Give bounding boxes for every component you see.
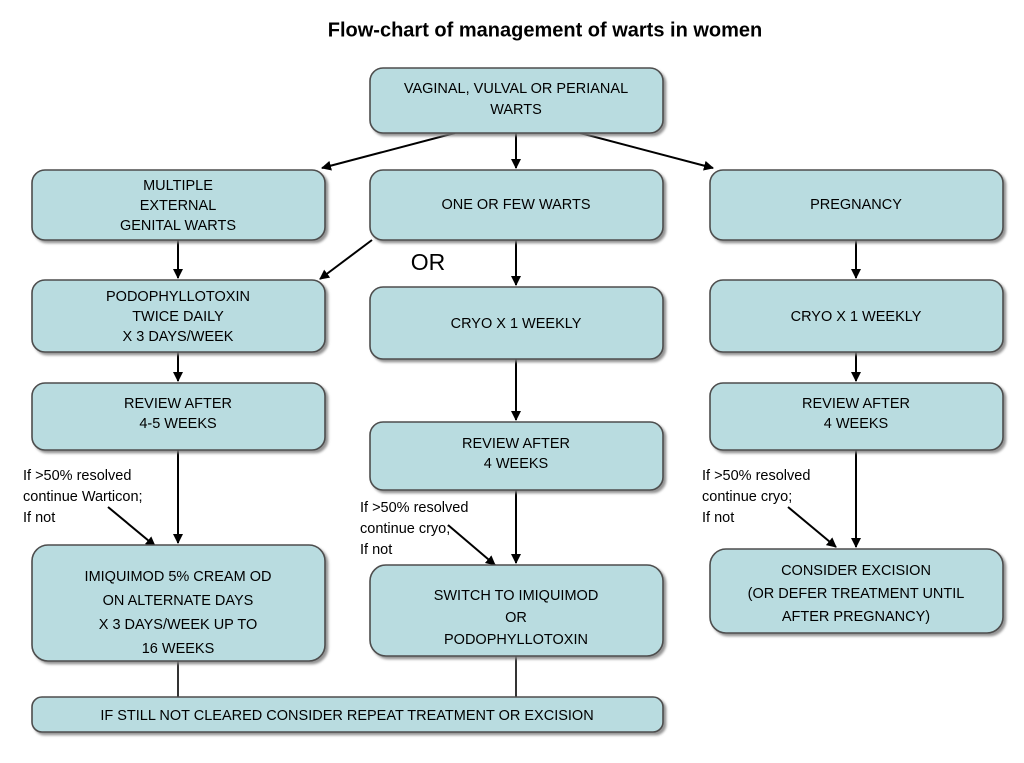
node-review-mid-line2: 4 WEEKS (484, 456, 548, 472)
note-mid-line1: If >50% resolved (360, 500, 468, 516)
note-mid-line2: continue cryo; (360, 521, 450, 537)
or-label: OR (411, 249, 446, 275)
node-review-right-line2: 4 WEEKS (824, 416, 888, 432)
node-onefew-box[interactable] (369, 169, 664, 241)
node-imiquimod-line2: ON ALTERNATE DAYS (103, 593, 254, 609)
node-pregnancy-box[interactable] (709, 169, 1004, 241)
node-review-right-box[interactable] (709, 382, 1004, 451)
node-footer-bar[interactable]: IF STILL NOT CLEARED CONSIDER REPEAT TRE… (31, 696, 664, 733)
connectors (107, 132, 861, 697)
node-review-left-box[interactable] (31, 382, 326, 451)
node-review-left-line1: REVIEW AFTER (124, 396, 232, 412)
node-switch-line2: OR (505, 610, 527, 626)
node-review-after-right[interactable]: REVIEW AFTER 4 WEEKS (709, 382, 1004, 451)
node-review-mid-line1: REVIEW AFTER (462, 436, 570, 452)
node-switch-treatment[interactable]: SWITCH TO IMIQUIMOD OR PODOPHYLLOTOXIN (369, 564, 664, 657)
node-consider-excision[interactable]: CONSIDER EXCISION (OR DEFER TREATMENT UN… (709, 548, 1004, 634)
note-left-line1: If >50% resolved (23, 468, 131, 484)
node-podo-line3: X 3 DAYS/WEEK (123, 329, 234, 345)
node-multiple-external-genital-warts[interactable]: MULTIPLE EXTERNAL GENITAL WARTS (31, 169, 326, 241)
node-switch-box[interactable] (369, 564, 664, 657)
node-cryo-weekly-right[interactable]: CRYO X 1 WEEKLY (709, 279, 1004, 353)
node-review-left-line2: 4-5 WEEKS (139, 416, 216, 432)
node-podophyllotoxin[interactable]: PODOPHYLLOTOXIN TWICE DAILY X 3 DAYS/WEE… (31, 279, 326, 353)
node-cryo-right-box[interactable] (709, 279, 1004, 353)
note-left-line3: If not (23, 510, 55, 526)
node-start[interactable]: VAGINAL, VULVAL OR PERIANAL WARTS (369, 67, 664, 134)
edge-start-to-pregnancy (579, 132, 714, 171)
node-imiquimod[interactable]: IMIQUIMOD 5% CREAM OD ON ALTERNATE DAYS … (31, 544, 326, 662)
node-cryo-right-line1: CRYO X 1 WEEKLY (791, 309, 922, 325)
node-onefew-line1: ONE OR FEW WARTS (441, 197, 590, 213)
node-multiple-line3: GENITAL WARTS (120, 218, 236, 234)
node-start-line1: VAGINAL, VULVAL OR PERIANAL (404, 81, 628, 97)
node-cryo-mid-line1: CRYO X 1 WEEKLY (451, 316, 582, 332)
node-multiple-line1: MULTIPLE (143, 178, 213, 194)
node-start-box[interactable] (369, 67, 664, 134)
node-podo-line2: TWICE DAILY (132, 309, 224, 325)
node-review-right-line1: REVIEW AFTER (802, 396, 910, 412)
node-imiquimod-line3: X 3 DAYS/WEEK UP TO (99, 617, 257, 633)
node-cryo-mid-box[interactable] (369, 286, 664, 360)
edge-note-mid-to-switch (447, 524, 496, 566)
edge-note-left-to-imiquimod (107, 506, 156, 547)
node-switch-line1: SWITCH TO IMIQUIMOD (434, 588, 599, 604)
node-imiquimod-box[interactable] (31, 544, 326, 662)
node-podo-box[interactable] (31, 279, 326, 353)
node-start-line2: WARTS (490, 102, 542, 118)
node-excision-line1: CONSIDER EXCISION (781, 563, 931, 579)
node-excision-box[interactable] (709, 548, 1004, 634)
edge-start-to-multiple (321, 132, 456, 171)
node-cryo-weekly-middle[interactable]: CRYO X 1 WEEKLY (369, 286, 664, 360)
node-excision-line3: AFTER PREGNANCY) (782, 609, 930, 625)
node-pregnancy-line1: PREGNANCY (810, 197, 902, 213)
node-imiquimod-line1: IMIQUIMOD 5% CREAM OD (85, 569, 272, 585)
edge-onefew-to-podo (319, 239, 373, 280)
edge-note-right-to-excision (787, 506, 837, 548)
node-review-after-middle[interactable]: REVIEW AFTER 4 WEEKS (369, 421, 664, 491)
node-review-mid-box[interactable] (369, 421, 664, 491)
note-right-line2: continue cryo; (702, 489, 792, 505)
page-title: Flow-chart of management of warts in wom… (328, 19, 763, 41)
node-review-after-left[interactable]: REVIEW AFTER 4-5 WEEKS (31, 382, 326, 451)
node-footer-line1: IF STILL NOT CLEARED CONSIDER REPEAT TRE… (100, 708, 593, 724)
note-left: If >50% resolved continue Warticon; If n… (23, 468, 143, 526)
note-right-line3: If not (702, 510, 734, 526)
note-left-line2: continue Warticon; (23, 489, 143, 505)
node-excision-line2: (OR DEFER TREATMENT UNTIL (748, 586, 965, 602)
node-one-or-few-warts[interactable]: ONE OR FEW WARTS (369, 169, 664, 241)
node-podo-line1: PODOPHYLLOTOXIN (106, 289, 250, 305)
node-imiquimod-line4: 16 WEEKS (142, 641, 215, 657)
note-right-line1: If >50% resolved (702, 468, 810, 484)
node-multiple-box[interactable] (31, 169, 326, 241)
note-right: If >50% resolved continue cryo; If not (702, 468, 810, 526)
node-pregnancy[interactable]: PREGNANCY (709, 169, 1004, 241)
note-mid-line3: If not (360, 542, 392, 558)
note-middle: If >50% resolved continue cryo; If not (360, 500, 468, 558)
node-multiple-line2: EXTERNAL (140, 198, 217, 214)
node-switch-line3: PODOPHYLLOTOXIN (444, 632, 588, 648)
node-footer-box[interactable] (31, 696, 664, 733)
